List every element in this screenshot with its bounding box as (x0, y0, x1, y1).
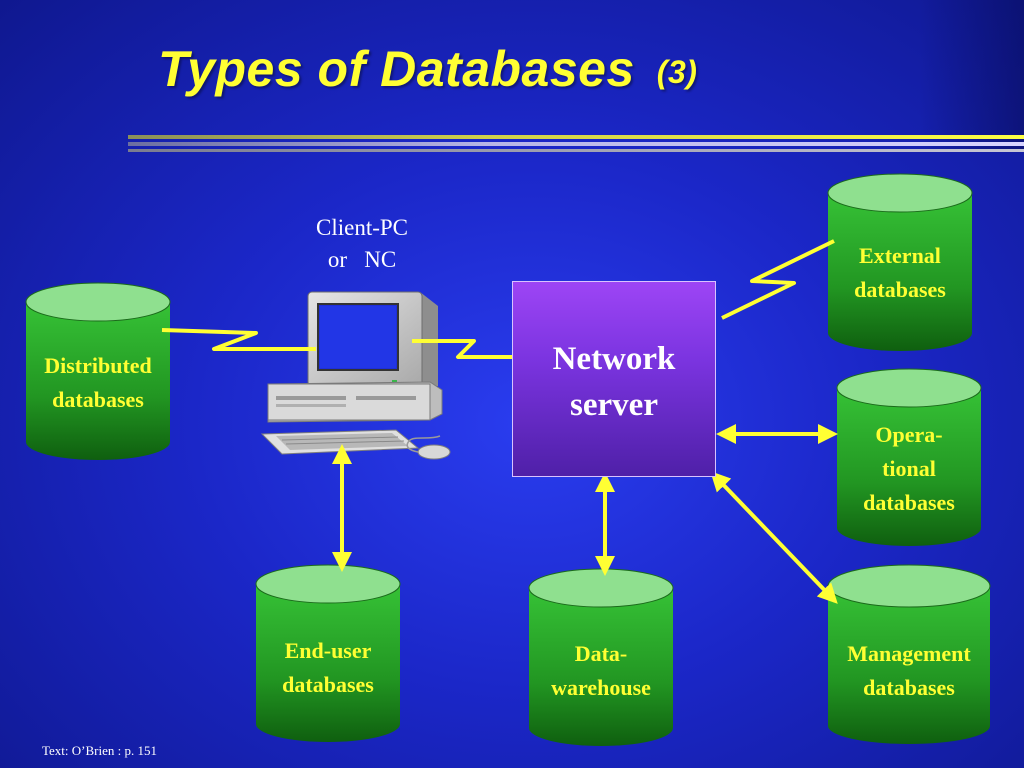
link-distributed-to-pc (161, 328, 316, 351)
management-label-line2: databases (863, 675, 955, 700)
distributed-databases-label: Distributed databases (26, 349, 170, 417)
operational-databases-label: Opera- tional databases (837, 418, 981, 520)
cylinder-management (827, 564, 991, 744)
operational-label-line1: Opera- (875, 422, 943, 447)
client-pc-label: Client-PC or NC (315, 215, 408, 272)
computer-icon (260, 291, 451, 460)
cylinder-data-warehouse (528, 568, 674, 746)
external-label-line2: databases (854, 277, 946, 302)
end-user-databases-label: End-user databases (256, 634, 400, 702)
distributed-label-line2: databases (52, 387, 144, 412)
data-warehouse-label-line1: Data- (574, 641, 628, 666)
management-label-line1: Management (847, 641, 971, 666)
end-user-label-line1: End-user (284, 638, 372, 663)
source-citation: Text: O’Brien : p. 151 (42, 743, 157, 758)
cylinder-external (827, 173, 973, 351)
title-text: Types of Databases (158, 41, 635, 97)
title-rule-grey (128, 149, 1024, 152)
cylinder-distributed (25, 282, 171, 460)
network-server-box (512, 281, 716, 477)
end-user-label-line2: databases (282, 672, 374, 697)
title-rule-lavender (128, 142, 1024, 146)
arrow-server-to-management (710, 471, 838, 604)
external-databases-label: External databases (828, 239, 972, 307)
external-label-line1: External (859, 243, 941, 268)
network-server-label: Network server (512, 336, 716, 428)
operational-label-line3: databases (863, 490, 955, 515)
distributed-label-line1: Distributed (44, 353, 152, 378)
link-server-to-external (721, 239, 835, 320)
data-warehouse-label-line2: warehouse (551, 675, 651, 700)
cylinder-operational (836, 368, 982, 546)
operational-label-line2: tional (882, 456, 936, 481)
cylinder-end-user (255, 564, 401, 742)
link-pc-to-server (412, 339, 520, 359)
page-title: Types of Databases (3) (158, 40, 697, 98)
title-shadow-band (920, 0, 1024, 150)
title-rule-yellow (128, 135, 1024, 139)
data-warehouse-label: Data- warehouse (529, 637, 673, 705)
management-databases-label: Management databases (828, 637, 990, 705)
network-server-label-line1: Network (552, 341, 676, 377)
title-subtitle: (3) (656, 54, 698, 90)
network-server-label-line2: server (570, 387, 658, 423)
